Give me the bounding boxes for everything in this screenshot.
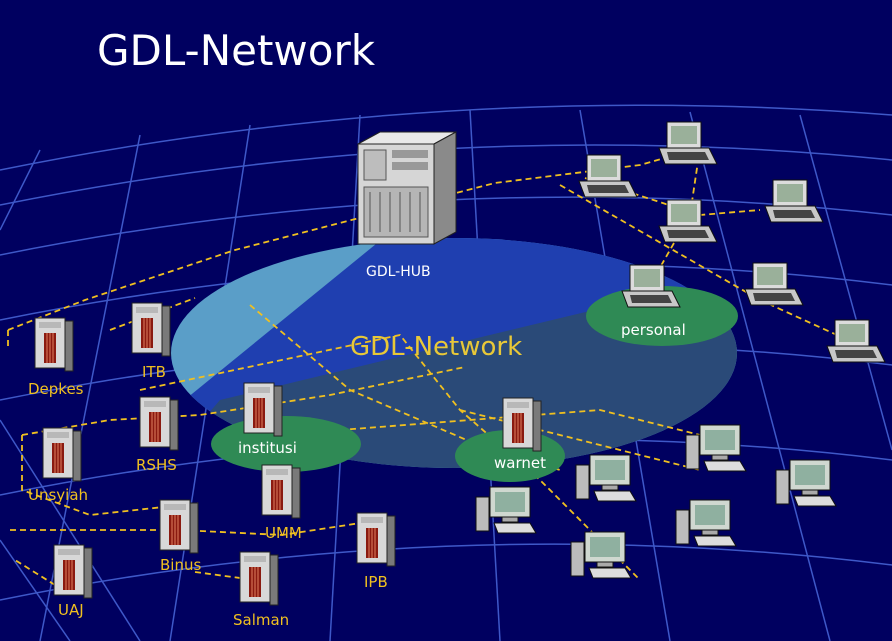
server-label-unsyiah: Unsyiah [28,486,88,504]
cloud-label: GDL-Network [350,332,522,362]
personal-zone [586,286,738,346]
server-icon-ipb [356,512,396,567]
server-icon-institusi [243,382,283,437]
server-icon-salman [239,551,279,606]
server-icon-warnet [502,397,542,452]
server-label-uaj: UAJ [58,601,84,619]
zone-label-personal: personal [621,321,686,339]
server-label-binus: Binus [160,556,201,574]
server-icon-itb [131,302,171,357]
hub-label: GDL-HUB [366,264,431,280]
server-icon-umm [261,464,301,519]
server-icon-uaj [53,544,93,599]
server-label-umm: UMM [265,524,302,542]
server-icon-binus [159,499,199,554]
server-icon-unsyiah [42,427,82,482]
zone-label-warnet: warnet [494,454,546,472]
zone-label-institusi: institusi [238,439,297,457]
server-icon-rshs [139,396,179,451]
server-label-depkes: Depkes [28,380,84,398]
server-label-rshs: RSHS [136,456,177,474]
page-title: GDL-Network [97,26,376,75]
server-icon-depkes [34,317,74,372]
server-label-ipb: IPB [364,573,388,591]
server-label-itb: ITB [142,363,166,381]
server-label-salman: Salman [233,611,289,629]
gdl-hub-server-icon [357,131,457,245]
